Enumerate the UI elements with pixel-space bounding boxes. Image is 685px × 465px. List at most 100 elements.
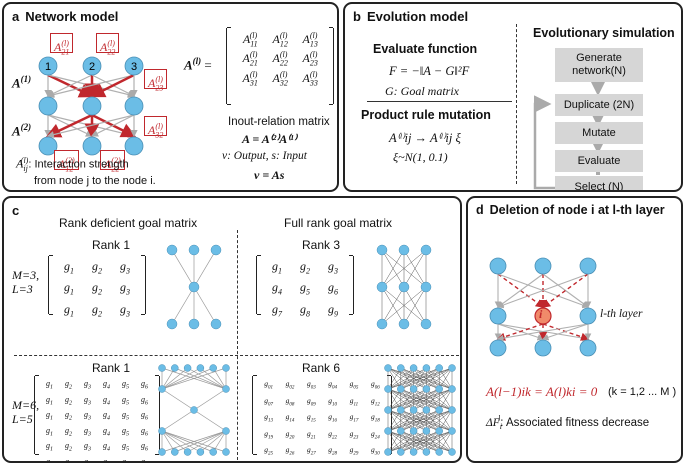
deletion-equation: A(l−1)ik = A(l)ki = 0 — [486, 384, 598, 399]
network-rank6-m6 — [384, 364, 456, 456]
network-node — [222, 364, 230, 372]
network-node — [435, 406, 443, 414]
network-node — [435, 385, 443, 393]
network-node — [209, 364, 217, 372]
col-full-rank-title: Full rank goal matrix — [284, 216, 393, 230]
goal-matrix-cell: g2 — [65, 410, 72, 422]
goal-matrix-cell: g5 — [122, 425, 129, 438]
network-edge — [413, 409, 453, 432]
panel-c-letter: c — [12, 203, 20, 218]
network-node — [171, 448, 179, 456]
goal-matrix-cell: g5 — [300, 280, 310, 297]
network-edge — [403, 286, 427, 325]
network-node — [222, 448, 230, 456]
network-edge — [89, 73, 135, 98]
goal-matrix-cell: g3 — [84, 379, 91, 391]
goal-matrix-cell: g1 — [46, 441, 53, 453]
network-node — [188, 281, 200, 293]
network-edge — [426, 367, 453, 390]
goal-matrix-cell: g11 — [349, 395, 359, 408]
eval-title: Evaluate function — [373, 42, 478, 56]
network-rank1-m6 — [158, 364, 230, 456]
network-edge — [381, 249, 427, 288]
goal-matrix-cell: g2 — [92, 280, 102, 297]
network-node — [171, 364, 179, 372]
goal-matrix-cell: g3 — [84, 394, 91, 407]
goal-matrix-cell: g01 — [264, 379, 274, 391]
network-node — [166, 318, 178, 330]
network-edge — [387, 388, 427, 411]
matrix-cell: A12(l) — [272, 31, 288, 49]
goal-matrix-cell: g17 — [349, 412, 359, 424]
network-node — [210, 244, 222, 256]
goal-matrix-cell: g05 — [349, 379, 359, 391]
goal-matrix-cell: g1 — [46, 410, 53, 422]
network-node — [196, 448, 205, 456]
network-node — [398, 318, 410, 330]
matrix-cell: A23(l) — [302, 50, 318, 68]
goal-matrix-cell: g2 — [65, 441, 72, 453]
rank-bottom-right: Rank 6 — [302, 361, 341, 375]
goal-matrix-cell: g4 — [103, 456, 107, 463]
network-edge — [413, 367, 453, 390]
network-node — [398, 244, 410, 256]
network-node — [222, 427, 230, 435]
network-node — [124, 96, 144, 116]
goal-matrix-cell: g21 — [306, 428, 316, 441]
network-node — [82, 56, 102, 76]
goal-matrix-cell: g3 — [84, 425, 91, 438]
network-edge — [400, 430, 453, 453]
callout-a22: A22(l) — [96, 33, 119, 56]
network-node — [409, 427, 418, 435]
network-edge — [387, 409, 427, 432]
step-generate: Generate network(N) — [555, 48, 643, 82]
rank-top-left: Rank 1 — [92, 238, 131, 252]
network-node — [435, 427, 443, 435]
network-edge — [193, 409, 227, 432]
node-label: 3 — [131, 61, 137, 73]
callout-a23: A23(l) — [144, 69, 167, 92]
goal-matrix-cell: g7 — [272, 301, 282, 319]
network-node — [422, 448, 431, 456]
network-node — [209, 448, 217, 456]
xi-line: ξ~N(1, 0.1) — [393, 150, 448, 164]
step-select: Select (N) — [555, 176, 643, 190]
callout-a21: A21(l) — [50, 33, 73, 56]
sim-title: Evolutionary simulation — [533, 26, 675, 40]
step-duplicate: Duplicate (2N) — [555, 94, 643, 116]
network-node — [448, 364, 456, 372]
network-node — [158, 364, 166, 372]
rank-top-right: Rank 3 — [302, 238, 341, 252]
step-evaluate: Evaluate — [555, 150, 643, 172]
network-edge — [387, 388, 414, 411]
goal-matrix-cell: g13 — [264, 412, 274, 424]
goal-matrix-cell: g2 — [65, 425, 72, 438]
network-node — [397, 364, 405, 372]
network-edge — [387, 367, 440, 390]
network-edge — [400, 388, 453, 411]
goal-matrix-cell: g3 — [84, 456, 88, 463]
network-edge — [387, 367, 453, 390]
goal-matrix-cell: g1 — [64, 301, 74, 319]
network-node — [38, 96, 58, 116]
network-edge — [161, 367, 201, 390]
network-edge — [438, 409, 453, 432]
network-edge — [387, 388, 402, 411]
callout-a12-2: A12(2) — [54, 150, 79, 173]
network-edge — [413, 388, 453, 411]
network-node — [166, 244, 178, 256]
network-edge — [426, 388, 453, 411]
network-edge — [387, 367, 402, 390]
goal-matrix-cell: g4 — [272, 280, 282, 297]
layer-label: l-th layer — [600, 308, 643, 320]
goal-matrix-cell: g24 — [370, 428, 380, 441]
goal-matrix-cell: g9 — [328, 301, 338, 319]
network-edge — [387, 367, 414, 390]
goal-matrix-cell: g5 — [122, 456, 126, 463]
goal-matrix-cell: g3 — [84, 441, 91, 453]
network-node — [398, 281, 410, 293]
goal-matrix-cell: g10 — [328, 395, 338, 408]
network-node — [489, 339, 507, 357]
goal-matrix-cell: g06 — [370, 379, 380, 391]
